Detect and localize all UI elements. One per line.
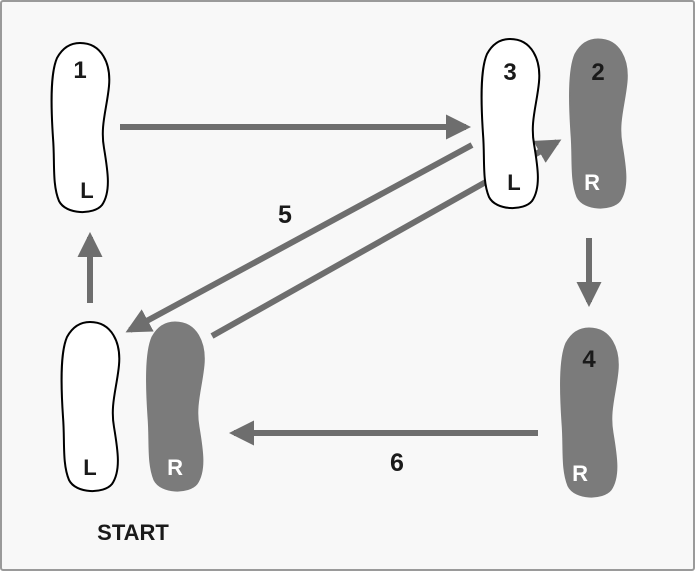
footprint-start-left: L xyxy=(60,320,121,492)
arrow-label-5: 5 xyxy=(278,201,292,229)
footprint-start-right: R xyxy=(146,321,205,492)
foot-number-label: 1 xyxy=(73,57,86,84)
foot-side-label: L xyxy=(507,170,520,195)
arrow-step-3-to-start xyxy=(125,142,474,333)
footprint-step-4: 4 R xyxy=(560,327,619,498)
foot-number-label: 4 xyxy=(582,346,596,373)
footprint-step-1: 1 L xyxy=(50,41,111,213)
foot-number-label: 2 xyxy=(591,59,604,86)
foot-side-label: R xyxy=(584,170,600,195)
arrow-label-6: 6 xyxy=(390,449,404,477)
foot-number-label: 3 xyxy=(503,59,516,86)
foot-side-label: L xyxy=(80,178,93,203)
foot-side-label: R xyxy=(572,461,588,486)
start-label: START xyxy=(97,520,169,545)
foot-side-label: L xyxy=(83,455,96,480)
foot-side-label: R xyxy=(167,455,183,480)
footprint-step-2: 2 R xyxy=(569,38,628,209)
footprint-step-3: 3 L xyxy=(480,37,541,209)
